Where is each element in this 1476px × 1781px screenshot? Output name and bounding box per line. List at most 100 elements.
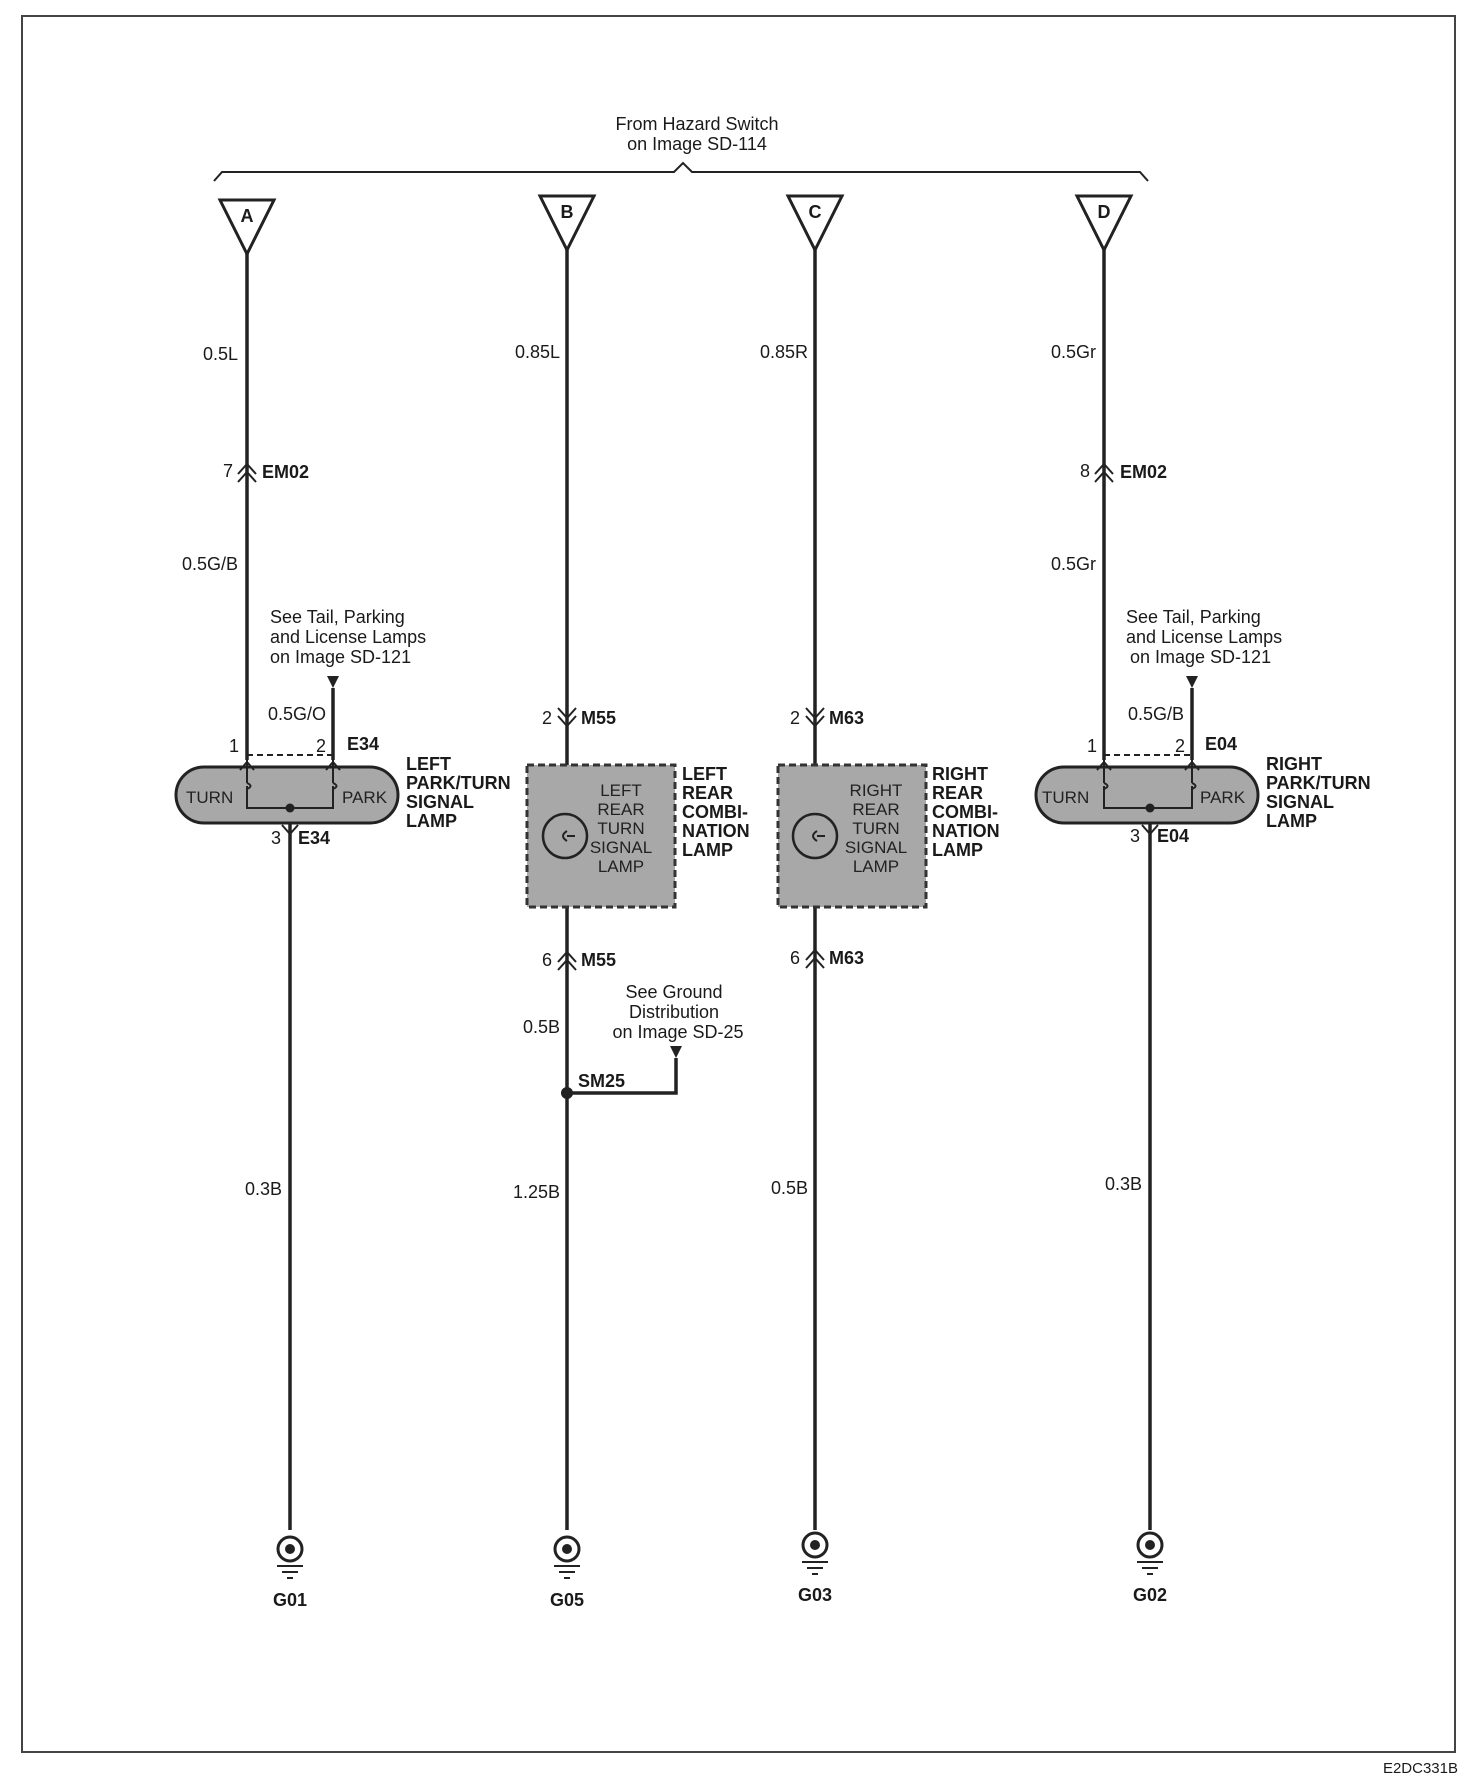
right-rear-title-1: RIGHT — [932, 764, 988, 784]
e04-pin1: 1 — [1087, 736, 1097, 756]
right-lamp-title-3: SIGNAL — [1266, 792, 1334, 812]
left-lamp-title-4: LAMP — [406, 811, 457, 831]
m55-bottom-pin: 6 — [542, 950, 552, 970]
right-park-turn-lamp: TURN PARK — [1034, 754, 1260, 836]
terminal-c: C — [785, 194, 845, 254]
right-lamp-turn: TURN — [1042, 788, 1089, 807]
right-rear-title-3: COMBI- — [932, 802, 998, 822]
wire-d-mid-label: 0.5Gr — [1051, 554, 1096, 574]
e34-pin2: 2 — [316, 736, 326, 756]
right-lamp-title-2: PARK/TURN — [1266, 773, 1371, 793]
terminal-d-label: D — [1098, 202, 1111, 222]
left-tail-note-1: See Tail, Parking — [270, 607, 405, 627]
ground-g03-icon — [801, 1531, 829, 1575]
e34-pin3: 3 — [271, 828, 281, 848]
left-lamp-park: PARK — [342, 788, 388, 807]
right-rear-inner-5: LAMP — [853, 857, 899, 876]
wire-d-park-label: 0.5G/B — [1128, 704, 1184, 724]
left-rear-inner-5: LAMP — [598, 857, 644, 876]
right-rear-inner-2: REAR — [852, 800, 899, 819]
right-lamp-park: PARK — [1200, 788, 1246, 807]
m63-top-pin: 2 — [790, 708, 800, 728]
terminal-a-label: A — [241, 206, 254, 226]
ground-g01-label: G01 — [273, 1590, 307, 1610]
right-lamp-title-1: RIGHT — [1266, 754, 1322, 774]
right-rear-title-2: REAR — [932, 783, 983, 803]
m63-bottom-pin: 6 — [790, 948, 800, 968]
left-rear-title-3: COMBI- — [682, 802, 748, 822]
terminal-b-label: B — [561, 202, 574, 222]
right-rear-inner-3: TURN — [852, 819, 899, 838]
em02-right-name: EM02 — [1120, 462, 1167, 482]
left-lamp-turn: TURN — [186, 788, 233, 807]
left-rear-inner-1: LEFT — [600, 781, 642, 800]
em02-left-pin: 7 — [223, 461, 233, 481]
wire-b-bottom-label: 1.25B — [513, 1182, 560, 1202]
wire-a-park-label: 0.5G/O — [268, 704, 326, 724]
ground-g05-label: G05 — [550, 1590, 584, 1610]
e04-top-name: E04 — [1205, 734, 1237, 754]
wire-a-mid-label: 0.5G/B — [182, 554, 238, 574]
m63-top-name: M63 — [829, 708, 864, 728]
left-rear-title-5: LAMP — [682, 840, 733, 860]
wire-c-top-label: 0.85R — [760, 342, 808, 362]
e34-top-name: E34 — [347, 734, 379, 754]
ground-note-3: on Image SD-25 — [612, 1022, 743, 1042]
ground-note-2: Distribution — [629, 1002, 719, 1022]
left-tail-note-2: and License Lamps — [270, 627, 426, 647]
left-rear-inner-4: SIGNAL — [590, 838, 652, 857]
right-tail-note-2: and License Lamps — [1126, 627, 1282, 647]
column-d-wiring — [1094, 248, 1198, 1530]
wire-a-top-label: 0.5L — [203, 344, 238, 364]
column-c-wiring — [805, 248, 825, 1530]
diagram-code: E2DC331B — [1383, 1760, 1458, 1777]
left-rear-inner-3: TURN — [597, 819, 644, 838]
right-rear-title-4: NATION — [932, 821, 1000, 841]
left-lamp-title-3: SIGNAL — [406, 792, 474, 812]
wire-b-top-label: 0.85L — [515, 342, 560, 362]
terminal-c-label: C — [809, 202, 822, 222]
m63-bottom-name: M63 — [829, 948, 864, 968]
terminal-a: A — [217, 198, 277, 258]
left-rear-title-4: NATION — [682, 821, 750, 841]
left-rear-title-2: REAR — [682, 783, 733, 803]
right-tail-note-3: on Image SD-121 — [1130, 647, 1271, 667]
left-lamp-title-1: LEFT — [406, 754, 451, 774]
wire-a-bottom-label: 0.3B — [245, 1179, 282, 1199]
e34-pin1: 1 — [229, 736, 239, 756]
ground-g02-label: G02 — [1133, 1585, 1167, 1605]
left-rear-title-1: LEFT — [682, 764, 727, 784]
e04-pin2: 2 — [1175, 736, 1185, 756]
left-tail-note-3: on Image SD-121 — [270, 647, 411, 667]
em02-right-pin: 8 — [1080, 461, 1090, 481]
header-line1: From Hazard Switch — [615, 114, 778, 134]
right-rear-title-5: LAMP — [932, 840, 983, 860]
header-bracket — [213, 161, 1149, 182]
left-park-turn-lamp: TURN PARK — [174, 754, 400, 836]
left-rear-inner-2: REAR — [597, 800, 644, 819]
terminal-b: B — [537, 194, 597, 254]
wire-b-mid-label: 0.5B — [523, 1017, 560, 1037]
ground-note-1: See Ground — [625, 982, 722, 1002]
m55-top-name: M55 — [581, 708, 616, 728]
terminal-d: D — [1074, 194, 1134, 254]
left-rear-combination-lamp: LEFT REAR TURN SIGNAL LAMP — [525, 763, 677, 909]
left-lamp-title-2: PARK/TURN — [406, 773, 511, 793]
header-line2: on Image SD-114 — [627, 134, 767, 154]
right-rear-inner-1: RIGHT — [850, 781, 903, 800]
m55-bottom-name: M55 — [581, 950, 616, 970]
column-b-wiring — [557, 248, 682, 1530]
splice-sm25: SM25 — [578, 1071, 625, 1091]
e04-pin3: 3 — [1130, 826, 1140, 846]
ground-g03-label: G03 — [798, 1585, 832, 1605]
e04-bottom-name: E04 — [1157, 826, 1189, 846]
page-border — [21, 15, 1456, 1753]
e34-bottom-name: E34 — [298, 828, 330, 848]
wire-d-bottom-label: 0.3B — [1105, 1174, 1142, 1194]
m55-top-pin: 2 — [542, 708, 552, 728]
wire-d-top-label: 0.5Gr — [1051, 342, 1096, 362]
right-lamp-title-4: LAMP — [1266, 811, 1317, 831]
ground-g05-icon — [553, 1535, 581, 1579]
right-tail-note-1: See Tail, Parking — [1126, 607, 1261, 627]
